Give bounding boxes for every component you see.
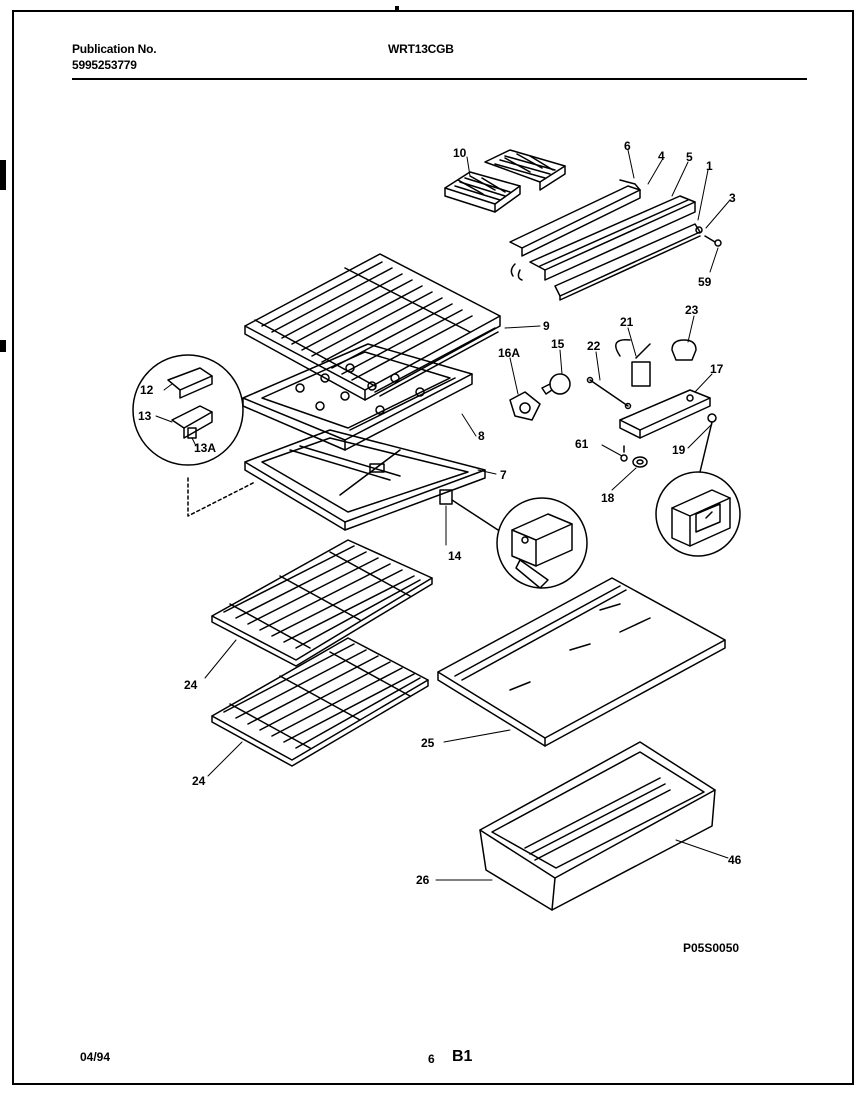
publication-number: 5995253779: [72, 58, 137, 72]
wire-shelf-lower: [211, 637, 429, 767]
callout-13: 13: [138, 409, 152, 423]
scan-mark-left-1: [0, 160, 6, 190]
callout-5: 5: [686, 150, 693, 164]
footer-section: B1: [452, 1048, 473, 1065]
callout-14: 14: [448, 549, 462, 563]
callout-10: 10: [453, 146, 467, 160]
publication-label: Publication No.: [72, 42, 157, 56]
screw-and-washer: [620, 445, 648, 468]
callout-12: 12: [140, 383, 154, 397]
drawing-code: P05S0050: [683, 941, 739, 955]
wire-shelf-upper: [211, 539, 433, 667]
footer-date: 04/94: [80, 1050, 111, 1064]
scan-mark-top: [395, 6, 399, 10]
callout-4: 4: [658, 149, 665, 163]
header-rule: [72, 78, 807, 80]
callout-13a: 13A: [194, 441, 216, 455]
page-frame: [12, 10, 854, 1085]
callout-8: 8: [478, 429, 485, 443]
callout-46: 46: [728, 853, 742, 867]
callout-21: 21: [620, 315, 634, 329]
light-socket-and-bulb: [509, 373, 571, 421]
evaporator-cover-8: [242, 343, 473, 451]
callout-18: 18: [601, 491, 615, 505]
callout-61: 61: [575, 437, 589, 451]
ice-trays: [444, 149, 566, 213]
callout-6: 6: [624, 139, 631, 153]
crisper-drawer-26: [479, 741, 716, 911]
model-number: WRT13CGB: [388, 42, 454, 56]
drip-tray-7: [244, 429, 486, 531]
inset-right-switch: [655, 421, 741, 557]
callout-16a: 16A: [498, 346, 520, 360]
scan-mark-left-2: [0, 340, 6, 352]
inset-left: [132, 354, 256, 517]
control-parts: [586, 339, 717, 439]
callout-9: 9: [543, 319, 550, 333]
callout-3: 3: [729, 191, 736, 205]
callout-17: 17: [710, 362, 724, 376]
freezer-shelf-9: [244, 253, 501, 401]
callout-15: 15: [551, 337, 565, 351]
crisper-cover-25: [437, 577, 726, 747]
callout-labels: 10 6 4 5 1 3 59 9 16A 15 22 21 23 17 12 …: [138, 139, 742, 955]
footer-page: 6: [428, 1052, 435, 1066]
callout-25: 25: [421, 736, 435, 750]
tray-support-rails: [509, 179, 722, 301]
callout-19: 19: [672, 443, 686, 457]
callout-24-upper: 24: [184, 678, 198, 692]
callout-23: 23: [685, 303, 699, 317]
leader-lines: [155, 149, 731, 881]
callout-59: 59: [698, 275, 712, 289]
callout-7: 7: [500, 468, 507, 482]
callout-26: 26: [416, 873, 430, 887]
callout-22: 22: [587, 339, 601, 353]
callout-24-lower: 24: [192, 774, 206, 788]
thermostat-14-inset: [439, 489, 588, 589]
callout-1: 1: [706, 159, 713, 173]
